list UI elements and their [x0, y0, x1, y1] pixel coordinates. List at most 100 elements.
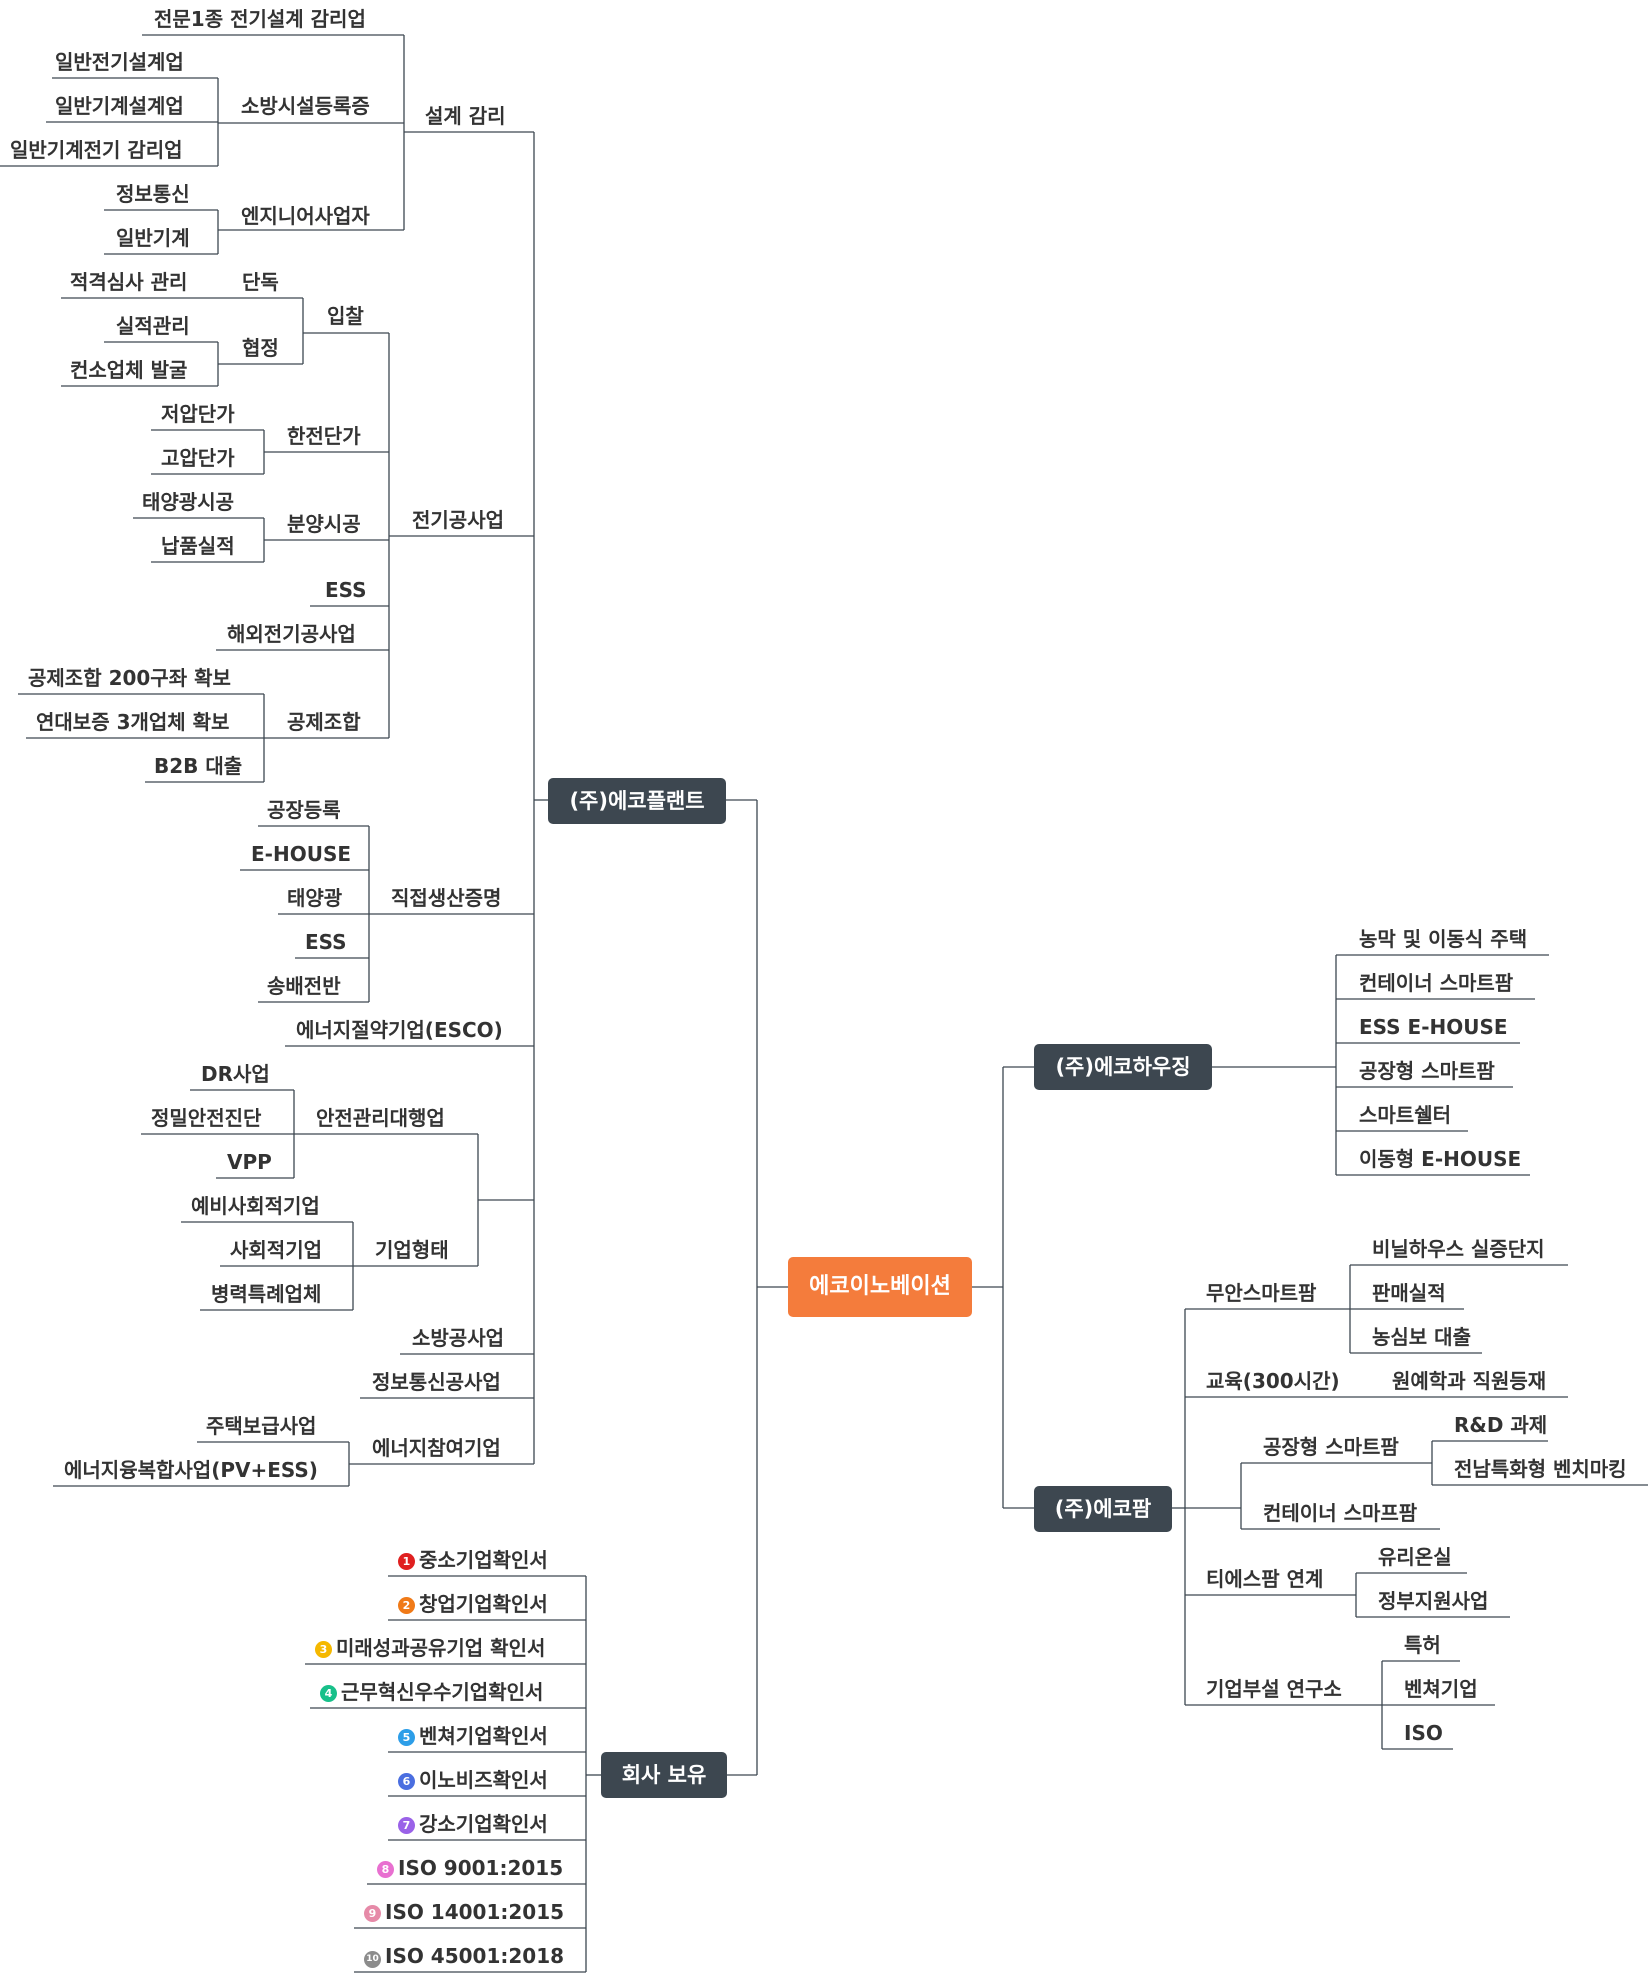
housing-item[interactable]: 컨테이너 스마트팜	[1359, 971, 1514, 995]
node-bid-coop[interactable]: 협정	[242, 336, 279, 360]
node-edu[interactable]: 교육(300시간)	[1206, 1369, 1340, 1393]
badge-10-icon: 10	[364, 1951, 381, 1968]
node-direct-item[interactable]: E-HOUSE	[251, 842, 352, 866]
node-design[interactable]: 설계 감리	[425, 104, 506, 128]
owned-label: 강소기업확인서	[419, 1812, 548, 1836]
node-kepco-item[interactable]: 고압단가	[161, 446, 235, 470]
node-mutual-item[interactable]: 연대보증 3개업체 확보	[36, 710, 230, 734]
node-direct[interactable]: 직접생산증명	[391, 886, 502, 910]
node-fire-item[interactable]: 일반기계설계업	[55, 94, 184, 118]
node-muan-item[interactable]: 판매실적	[1372, 1281, 1446, 1305]
node-ess[interactable]: ESS	[325, 578, 367, 602]
branch-owned[interactable]: 회사 보유	[601, 1752, 727, 1798]
owned-label: ISO 14001:2015	[385, 1900, 565, 1924]
node-bid-coop-item[interactable]: 컨소업체 발굴	[70, 358, 188, 382]
housing-item[interactable]: 스마트쉘터	[1359, 1103, 1451, 1127]
node-safety-item[interactable]: VPP	[227, 1150, 272, 1174]
node-energy-item[interactable]: 주택보급사업	[206, 1414, 317, 1438]
node-edu-item[interactable]: 원예학과 직원등재	[1392, 1369, 1547, 1393]
node-container-farm[interactable]: 컨테이너 스마프팜	[1263, 1501, 1418, 1525]
owned-label: 벤쳐기업확인서	[419, 1724, 548, 1748]
branch-eco-farm[interactable]: (주)에코팜	[1034, 1486, 1172, 1532]
node-safety-item[interactable]: 정밀안전진단	[151, 1106, 262, 1130]
housing-item[interactable]: 이동형 E-HOUSE	[1359, 1147, 1522, 1171]
badge-4-icon: 4	[320, 1685, 337, 1702]
node-corp-type-item[interactable]: 병력특례업체	[211, 1282, 322, 1306]
node-fire-item[interactable]: 일반기계전기 감리업	[10, 138, 183, 162]
node-corp-type-item[interactable]: 사회적기업	[230, 1238, 322, 1262]
node-elec[interactable]: 전기공사업	[412, 508, 504, 532]
node-bid-single-item[interactable]: 적격심사 관리	[70, 270, 188, 294]
housing-item[interactable]: 공장형 스마트팜	[1359, 1059, 1495, 1083]
node-eng-item[interactable]: 정보통신	[116, 182, 190, 206]
owned-label: 중소기업확인서	[419, 1548, 548, 1572]
node-factory-item[interactable]: 전남특화형 벤치마킹	[1454, 1457, 1627, 1481]
node-muan[interactable]: 무안스마트팜	[1206, 1281, 1317, 1305]
node-sale[interactable]: 분양시공	[287, 512, 361, 536]
node-tesfarm-item[interactable]: 정부지원사업	[1378, 1589, 1489, 1613]
node-bid[interactable]: 입찰	[327, 304, 364, 328]
node-fire-biz[interactable]: 소방공사업	[412, 1326, 504, 1350]
branch-eco-housing[interactable]: (주)에코하우징	[1034, 1044, 1212, 1090]
node-mutual-item[interactable]: 공제조합 200구좌 확보	[28, 666, 231, 690]
node-lab-item[interactable]: 벤쳐기업	[1404, 1677, 1478, 1701]
node-mutual-item[interactable]: B2B 대출	[154, 754, 243, 778]
node-lab-item[interactable]: 특허	[1404, 1633, 1441, 1657]
housing-item[interactable]: 농막 및 이동식 주택	[1359, 927, 1528, 951]
owned-label: 창업기업확인서	[419, 1592, 548, 1616]
node-bid-single[interactable]: 단독	[242, 270, 279, 294]
node-ict-biz[interactable]: 정보통신공사업	[372, 1370, 501, 1394]
node-safety[interactable]: 안전관리대행업	[316, 1106, 445, 1130]
node-sale-item[interactable]: 납품실적	[161, 534, 235, 558]
node-overseas[interactable]: 해외전기공사업	[227, 622, 356, 646]
node-direct-item[interactable]: 태양광	[287, 886, 343, 910]
node-muan-item[interactable]: 농심보 대출	[1372, 1325, 1471, 1349]
node-kepco[interactable]: 한전단가	[287, 424, 361, 448]
node-lab-item[interactable]: ISO	[1404, 1721, 1443, 1745]
node-tesfarm[interactable]: 티에스팜 연계	[1206, 1567, 1324, 1591]
node-factory-item[interactable]: R&D 과제	[1454, 1413, 1548, 1437]
node-design-pro[interactable]: 전문1종 전기설계 감리업	[154, 7, 366, 31]
root-node[interactable]: 에코이노베이션	[788, 1257, 972, 1317]
node-corp-type[interactable]: 기업형태	[375, 1238, 449, 1262]
node-muan-item[interactable]: 비닐하우스 실증단지	[1372, 1237, 1545, 1261]
node-direct-item[interactable]: ESS	[305, 930, 347, 954]
badge-3-icon: 3	[315, 1641, 332, 1658]
node-energy[interactable]: 에너지참여기업	[372, 1436, 501, 1460]
node-direct-item[interactable]: 공장등록	[267, 798, 341, 822]
node-fire-item[interactable]: 일반전기설계업	[55, 50, 184, 74]
node-direct-item[interactable]: 송배전반	[267, 974, 341, 998]
node-lab[interactable]: 기업부설 연구소	[1206, 1677, 1342, 1701]
node-safety-item[interactable]: DR사업	[201, 1062, 270, 1086]
node-energy-item[interactable]: 에너지융복합사업(PV+ESS)	[64, 1458, 318, 1482]
node-kepco-item[interactable]: 저압단가	[161, 402, 235, 426]
owned-label: ISO 9001:2015	[398, 1856, 564, 1880]
badge-1-icon: 1	[398, 1553, 415, 1570]
node-fire-reg[interactable]: 소방시설등록증	[241, 94, 370, 118]
node-bid-coop-item[interactable]: 실적관리	[116, 314, 190, 338]
node-factory-farm[interactable]: 공장형 스마트팜	[1263, 1435, 1399, 1459]
node-mutual[interactable]: 공제조합	[287, 710, 361, 734]
owned-label: 근무혁신우수기업확인서	[341, 1680, 544, 1704]
node-corp-type-item[interactable]: 예비사회적기업	[191, 1194, 320, 1218]
node-eng-item[interactable]: 일반기계	[116, 226, 190, 250]
node-eng[interactable]: 엔지니어사업자	[241, 204, 370, 228]
owned-label: 미래성과공유기업 확인서	[336, 1636, 546, 1660]
housing-item[interactable]: ESS E-HOUSE	[1359, 1015, 1508, 1039]
branch-eco-plant[interactable]: (주)에코플랜트	[548, 778, 726, 824]
node-sale-item[interactable]: 태양광시공	[142, 490, 234, 514]
node-esco[interactable]: 에너지절약기업(ESCO)	[296, 1018, 503, 1042]
node-tesfarm-item[interactable]: 유리온실	[1378, 1545, 1452, 1569]
